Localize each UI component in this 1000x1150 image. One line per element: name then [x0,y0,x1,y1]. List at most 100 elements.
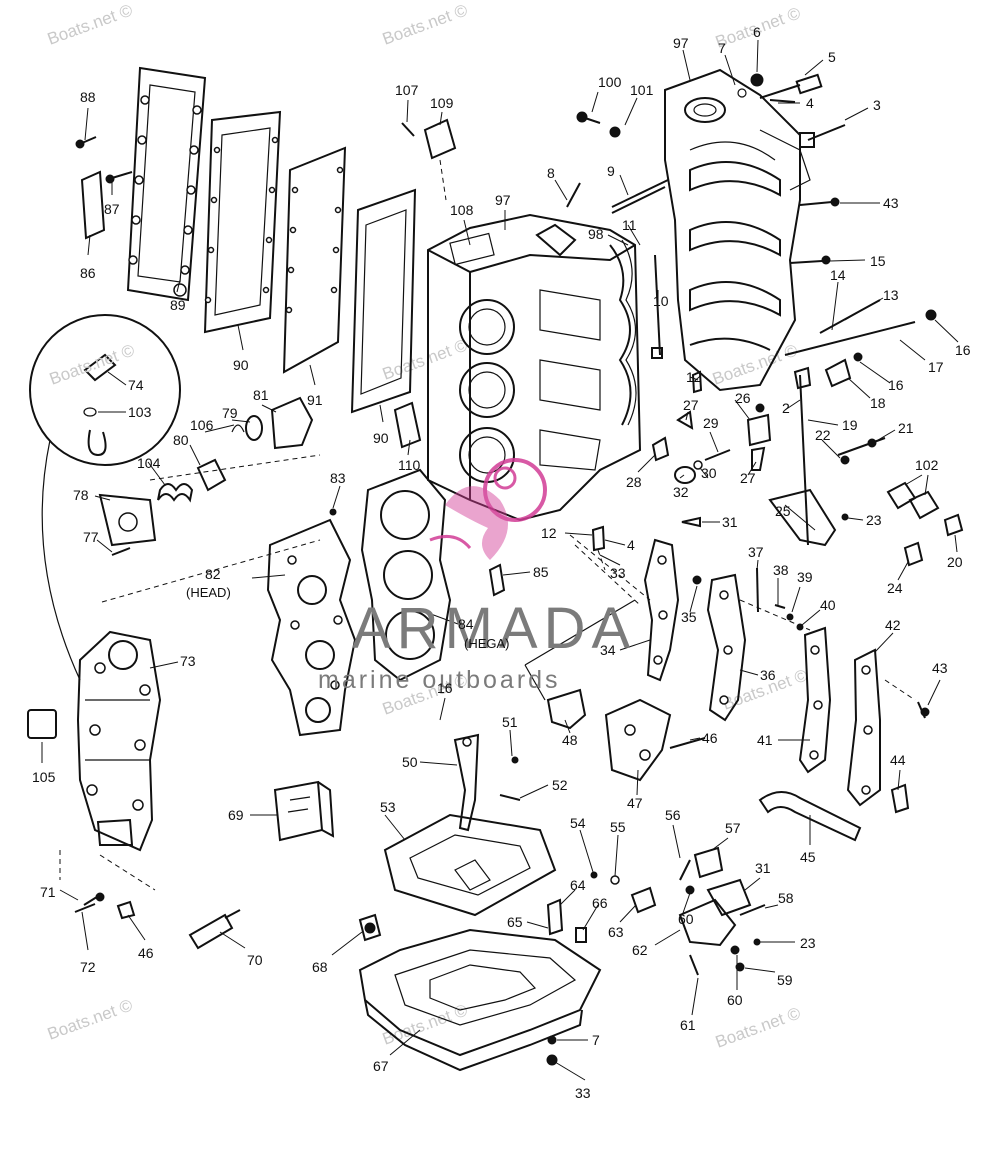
part-label: 87 [104,201,120,217]
watermark: Boats.net © [380,335,471,383]
exhaust-cover-89 [126,66,207,302]
head-gasket-84 [360,468,452,682]
part-label: 47 [627,795,643,811]
plate-34 [569,534,702,682]
part-label: 105 [32,769,56,785]
part-label: 83 [330,470,346,486]
part-label: 66 [592,895,608,911]
part-label: 23 [800,935,816,951]
part-label: 28 [626,474,642,490]
crankcase-bolts [737,73,846,265]
watermark: Boats.net © [710,340,801,388]
inset-arrow [41,439,81,681]
part-label: 8 [547,165,555,181]
part-label: 109 [430,95,454,111]
part-label: 56 [665,807,681,823]
plate-91 [282,146,347,374]
part-label: 18 [870,395,886,411]
cover-73 [76,539,321,852]
thermostat-group [98,396,321,556]
housing-67 [358,913,602,1072]
small-plate-86 [75,136,133,240]
part-label: 24 [887,580,903,596]
plate-41 [798,626,832,774]
part-label: 64 [570,877,586,893]
part-label: 7 [718,40,726,56]
crankcase-97 [664,68,811,392]
watermark: Boats.net © [713,1003,804,1051]
part-label: 33 [575,1085,591,1101]
part-label: 67 [373,1058,389,1074]
part-label: 35 [681,609,697,625]
part-label: 108 [450,202,474,218]
armada-logo: ARMADA marine outboards [318,458,636,694]
part-label: 102 [915,457,939,473]
part-label: 98 [588,226,604,242]
part-label: 14 [830,267,846,283]
part-label: 84 [458,616,474,632]
plug-bolts [59,850,241,950]
annotation-hega: (HEGA) [464,636,510,651]
part-label: 73 [180,653,196,669]
part-label: 5 [828,49,836,65]
part-label: 4 [627,537,635,553]
plate-36 [706,567,811,722]
watermark: Boats.net © [380,0,471,48]
part-label: 91 [307,392,323,408]
part-label: 90 [233,357,249,373]
housing-47 [604,698,706,782]
part-label: 48 [562,732,578,748]
part-label: 86 [80,265,96,281]
part-label: 26 [735,390,751,406]
part-label: 100 [598,74,622,90]
part-label: 3 [873,97,881,113]
linkage-19 [746,366,886,547]
part-label: 36 [760,667,776,683]
part-label: 60 [727,992,743,1008]
gasket-90 [203,110,282,334]
part-label: 16 [888,377,904,393]
part-label: 82 [205,566,221,582]
part-label: 21 [898,420,914,436]
part-label: 88 [80,89,96,105]
part-label: 7 [592,1032,600,1048]
part-label: 16 [955,342,971,358]
cylinder-block-97 [427,213,642,522]
part-label: 70 [247,952,263,968]
part-label: 27 [683,397,699,413]
part-number-labels: 88 87 86 89 90 91 90 107 109 110 97 108 … [32,24,971,1101]
logo-brand: ARMADA [352,596,636,661]
hose-45 [758,783,910,842]
part-label: 78 [73,487,89,503]
part-label: 38 [773,562,789,578]
part-label: 68 [312,959,328,975]
cylinder-head-82 [266,508,357,737]
part-label: 39 [797,569,813,585]
logo-emblem [429,458,547,560]
part-label: 57 [725,820,741,836]
part-label: 97 [673,35,689,51]
part-label: 59 [777,972,793,988]
watermark: Boats.net © [45,995,136,1043]
part-label: 15 [870,253,886,269]
part-label: 30 [701,465,717,481]
parts-drawing: Boats.net © [27,66,964,1072]
fittings-102 [841,481,964,567]
part-label: 41 [757,732,773,748]
part-label: 72 [80,959,96,975]
part-label: 44 [890,752,906,768]
part-label: 90 [373,430,389,446]
plate-42 [846,648,930,807]
part-label: 46 [138,945,154,961]
part-label: 69 [228,807,244,823]
part-label: 89 [170,297,186,313]
part-label: 101 [630,82,654,98]
part-label: 23 [866,512,882,528]
part-label: 42 [885,617,901,633]
pins-107-109-110 [393,118,457,449]
part-label: 62 [632,942,648,958]
part-label: 110 [398,457,421,473]
gasket-90b [350,188,417,414]
part-label: 13 [883,287,899,303]
